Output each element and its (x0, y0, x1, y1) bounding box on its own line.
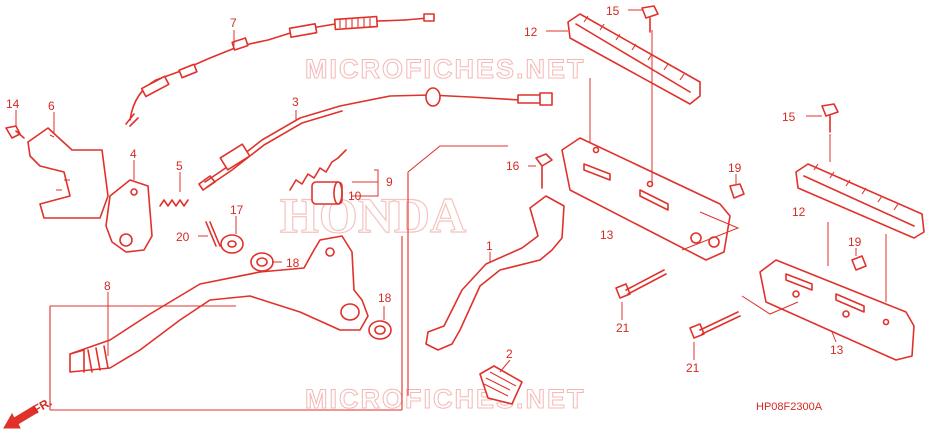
callout-8: 8 (104, 279, 111, 293)
part-2-pedal-rubber[interactable] (479, 365, 523, 405)
part-12-footpeg-left[interactable] (567, 13, 701, 105)
part-4-bracket[interactable] (105, 179, 153, 253)
callout-9: 9 (386, 175, 393, 189)
part-20-cotter-pin[interactable] (205, 221, 221, 247)
callout-21-b: 21 (686, 361, 700, 375)
leader-lines (15, 9, 887, 373)
part-21-bolt-left[interactable] (615, 269, 667, 299)
callout-15-b: 15 (782, 110, 796, 124)
part-3-cable[interactable] (198, 87, 553, 191)
front-direction-arrow: FR. (3, 395, 54, 429)
arrow-icon (3, 405, 39, 429)
part-14-bolt[interactable] (5, 125, 25, 139)
callout-17: 17 (230, 203, 244, 217)
part-21-bolt-right[interactable] (689, 311, 741, 339)
callout-7: 7 (230, 16, 237, 30)
part-13-bracket-left[interactable] (561, 137, 731, 261)
callout-2: 2 (506, 347, 513, 361)
part-7-cable[interactable] (125, 13, 435, 127)
part-18-seal-a[interactable] (250, 252, 274, 272)
part-9-spring[interactable] (289, 149, 347, 191)
watermark-brand: HONDA (280, 187, 466, 243)
callout-1: 1 (486, 239, 493, 253)
callout-21-a: 21 (616, 321, 630, 335)
part-16-bolt[interactable] (535, 153, 553, 189)
watermark-top: MICROFICHES.NET (305, 54, 586, 84)
callout-14: 14 (6, 97, 20, 111)
callout-3: 3 (292, 95, 299, 109)
part-19-nut-right[interactable] (851, 255, 867, 271)
watermark-bottom: MICROFICHES.NET (305, 384, 586, 414)
callout-13-a: 13 (600, 228, 614, 242)
part-8-brake-pedal[interactable] (49, 235, 403, 411)
callout-16: 16 (506, 159, 520, 173)
part-13-bracket-right[interactable] (759, 259, 915, 361)
callout-5: 5 (176, 159, 183, 173)
callout-18-b: 18 (378, 291, 392, 305)
callout-13-b: 13 (830, 343, 844, 357)
part-5-spring[interactable] (159, 199, 189, 207)
callout-6: 6 (48, 99, 55, 113)
part-15-bolt-right[interactable] (821, 103, 839, 133)
part-12-footpeg-right[interactable] (795, 163, 925, 239)
part-1-brake-arm[interactable] (407, 145, 565, 396)
part-6-bracket[interactable] (27, 127, 109, 219)
callout-10: 10 (348, 189, 362, 203)
part-18-seal-b[interactable] (368, 320, 392, 340)
callout-19-b: 19 (848, 235, 862, 249)
callout-12-a: 12 (524, 25, 538, 39)
callout-12-b: 12 (792, 205, 806, 219)
callout-15-a: 15 (606, 4, 620, 18)
part-15-bolt-left[interactable] (641, 5, 659, 33)
callout-18-a: 18 (286, 256, 300, 270)
callout-19-a: 19 (728, 161, 742, 175)
callout-4: 4 (130, 147, 137, 161)
callout-20: 20 (176, 230, 190, 244)
part-17-washer[interactable] (220, 234, 244, 254)
part-10-bushing[interactable] (311, 181, 343, 205)
callout-labels: 7 3 14 6 4 5 9 10 17 20 18 8 18 16 1 2 1… (6, 4, 862, 375)
part-19-nut-left[interactable] (729, 183, 745, 199)
diagram-code: HP08F2300A (756, 401, 823, 413)
